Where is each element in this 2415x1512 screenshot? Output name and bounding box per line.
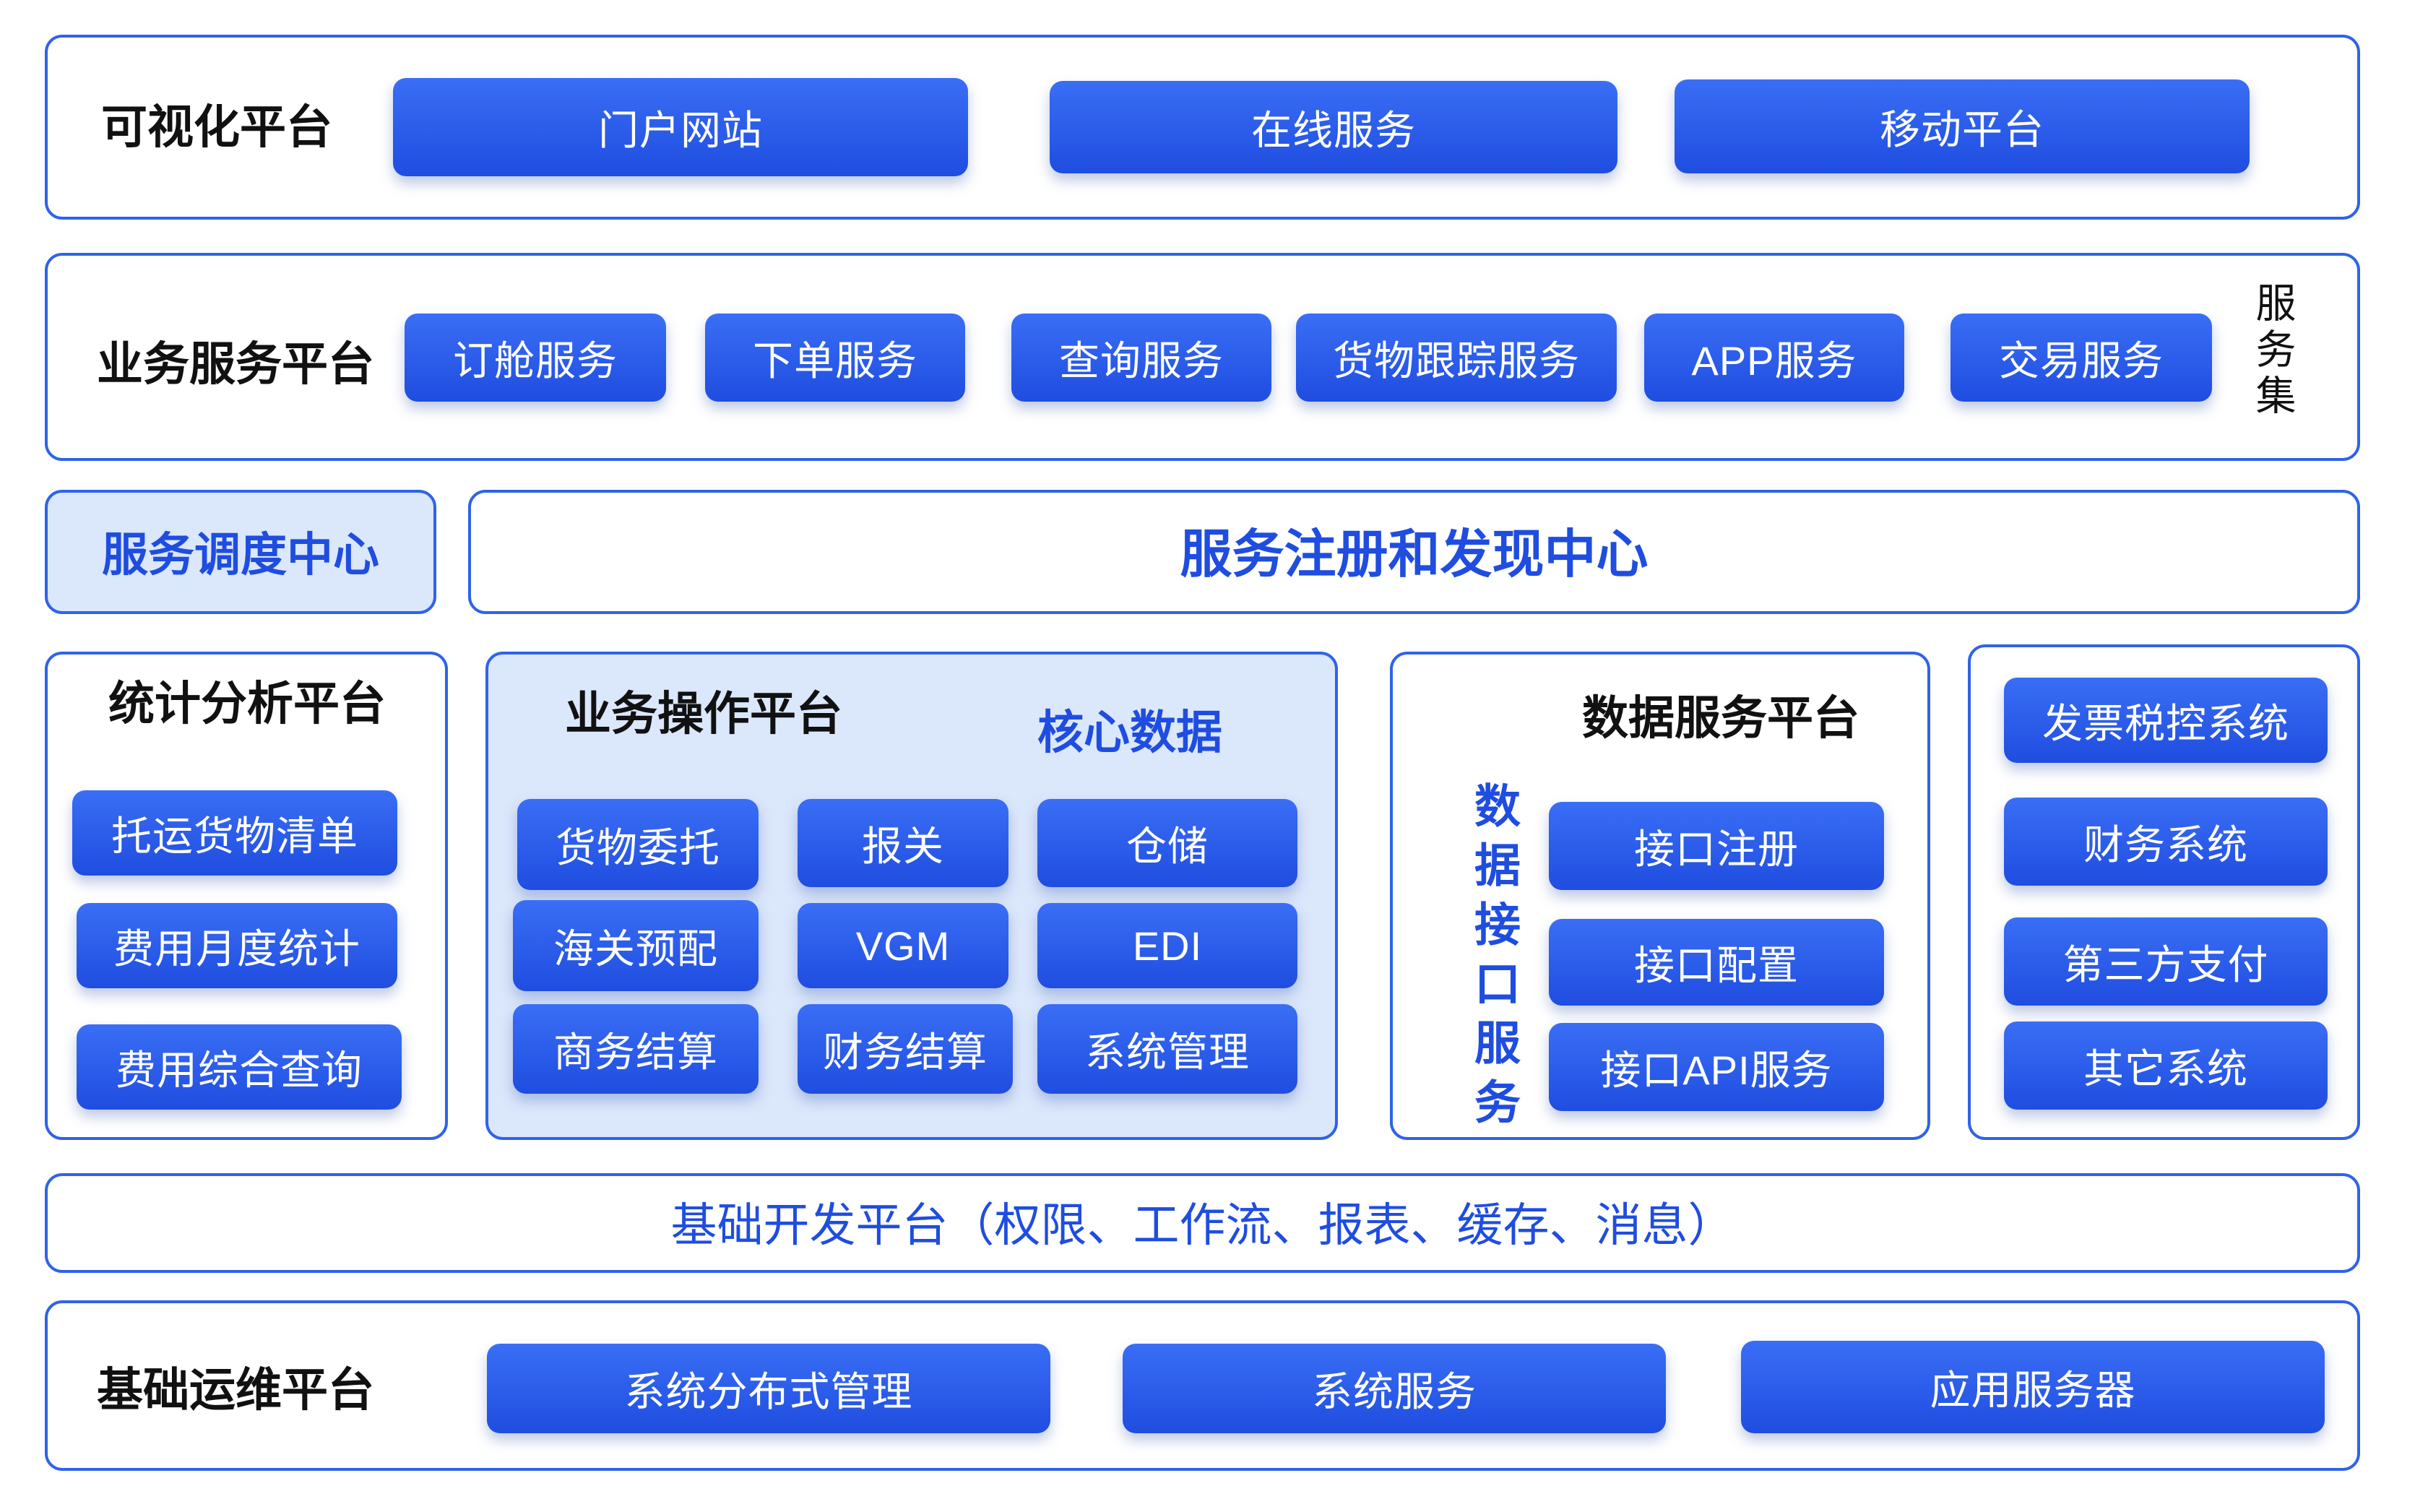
invoice-tax-system-button[interactable]: 发票税控系统: [2004, 678, 2328, 763]
mobile-platform-button[interactable]: 移动平台: [1675, 79, 2250, 173]
foundation-dev-platform-panel: 基础开发平台（权限、工作流、报表、缓存、消息）: [45, 1173, 2360, 1273]
warehouse-button[interactable]: 仓储: [1037, 799, 1297, 887]
interface-config-button[interactable]: 接口配置: [1549, 919, 1884, 1006]
business-operation-platform-title: 业务操作平台: [565, 688, 842, 740]
trade-service-button[interactable]: 交易服务: [1950, 314, 2212, 402]
application-server-button[interactable]: 应用服务器: [1741, 1341, 2325, 1433]
cargo-list-button[interactable]: 托运货物清单: [72, 790, 397, 876]
business-operation-platform-panel: 业务操作平台 核心数据 货物委托 报关 仓储 海关预配 VGM EDI 商务结算…: [485, 652, 1338, 1140]
customs-declaration-button[interactable]: 报关: [798, 799, 1008, 887]
cargo-tracking-service-button[interactable]: 货物跟踪服务: [1296, 314, 1617, 402]
foundation-ops-platform-title: 基础运维平台: [97, 1364, 374, 1416]
customs-prefill-button[interactable]: 海关预配: [513, 900, 759, 991]
foundation-ops-platform-panel: 基础运维平台 系统分布式管理 系统服务 应用服务器: [45, 1300, 2360, 1471]
interface-register-button[interactable]: 接口注册: [1549, 802, 1884, 890]
distributed-management-button[interactable]: 系统分布式管理: [487, 1344, 1050, 1433]
service-dispatch-center-title: 服务调度中心: [102, 529, 379, 581]
fee-query-button[interactable]: 费用综合查询: [77, 1024, 402, 1110]
other-systems-button[interactable]: 其它系统: [2004, 1021, 2328, 1110]
service-registry-center-panel: 服务注册和发现中心: [468, 490, 2360, 614]
edi-button[interactable]: EDI: [1037, 903, 1297, 988]
cargo-consignment-button[interactable]: 货物委托: [517, 799, 759, 890]
financial-settlement-button[interactable]: 财务结算: [798, 1004, 1013, 1094]
interface-api-service-button[interactable]: 接口API服务: [1549, 1023, 1884, 1111]
app-service-button[interactable]: APP服务: [1644, 314, 1904, 402]
booking-service-button[interactable]: 订舱服务: [405, 314, 666, 402]
statistics-platform-panel: 统计分析平台 托运货物清单 费用月度统计 费用综合查询: [45, 652, 448, 1140]
data-service-platform-panel: 数据服务平台 数据接口服务 接口注册 接口配置 接口API服务: [1390, 652, 1930, 1140]
system-service-button[interactable]: 系统服务: [1123, 1344, 1666, 1433]
portal-website-button[interactable]: 门户网站: [393, 78, 968, 176]
statistics-platform-title: 统计分析平台: [108, 678, 386, 730]
foundation-dev-platform-title: 基础开发平台（权限、工作流、报表、缓存、消息）: [670, 1199, 1734, 1251]
vgm-button[interactable]: VGM: [798, 903, 1008, 988]
online-service-button[interactable]: 在线服务: [1050, 81, 1617, 173]
business-service-platform-panel: 业务服务平台 订舱服务 下单服务 查询服务 货物跟踪服务 APP服务 交易服务 …: [45, 253, 2360, 461]
service-set-label: 服务集: [2250, 282, 2296, 420]
visualization-platform-title: 可视化平台: [101, 101, 332, 153]
commercial-settlement-button[interactable]: 商务结算: [513, 1004, 759, 1094]
service-dispatch-center-panel: 服务调度中心: [45, 490, 436, 614]
external-systems-panel: 发票税控系统 财务系统 第三方支付 其它系统: [1968, 644, 2360, 1140]
query-service-button[interactable]: 查询服务: [1011, 314, 1271, 402]
third-party-payment-button[interactable]: 第三方支付: [2004, 917, 2328, 1006]
order-service-button[interactable]: 下单服务: [705, 314, 965, 402]
visualization-platform-panel: 可视化平台 门户网站 在线服务 移动平台: [45, 35, 2360, 220]
data-interface-service-label: 数据接口服务: [1468, 782, 1520, 1137]
business-service-platform-title: 业务服务平台: [97, 338, 374, 390]
monthly-fee-stats-button[interactable]: 费用月度统计: [77, 903, 397, 988]
service-registry-center-title: 服务注册和发现中心: [1180, 526, 1649, 584]
system-management-button[interactable]: 系统管理: [1037, 1004, 1297, 1094]
core-data-label: 核心数据: [1037, 707, 1222, 759]
finance-system-button[interactable]: 财务系统: [2004, 798, 2328, 886]
data-service-platform-title: 数据服务平台: [1582, 692, 1859, 744]
